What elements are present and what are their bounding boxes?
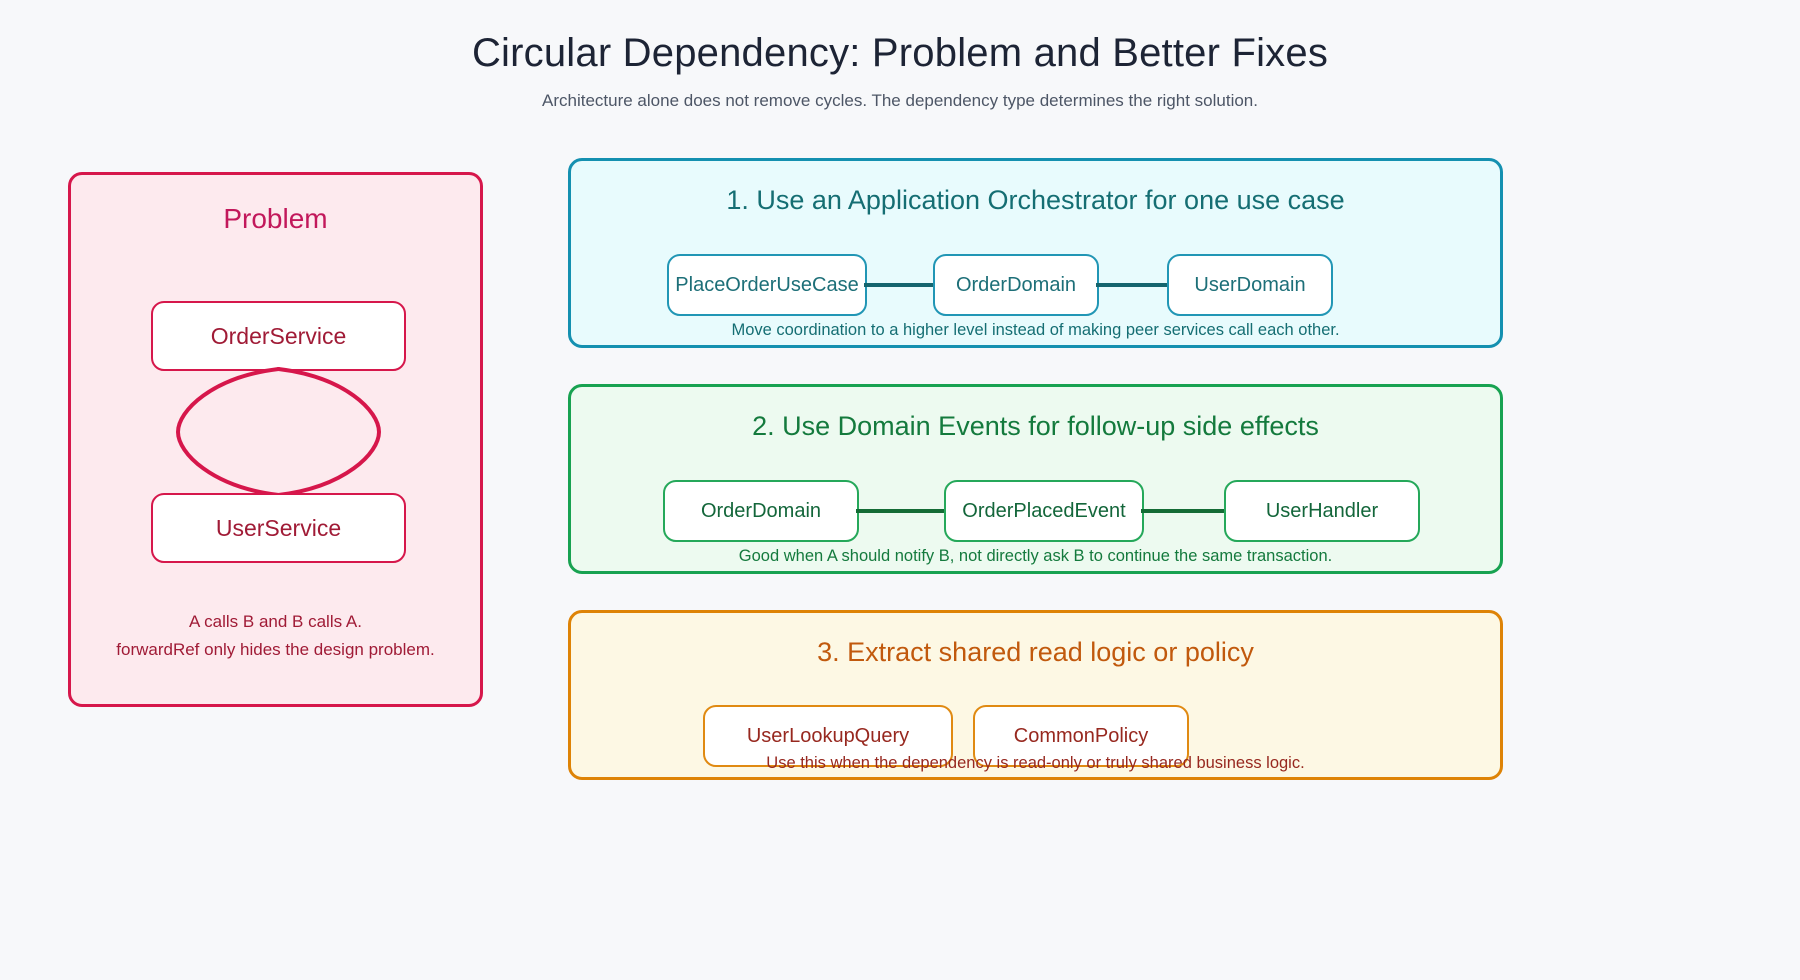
node-order-service[interactable]: OrderService (151, 301, 406, 371)
node-user-handler[interactable]: UserHandler (1224, 480, 1420, 542)
problem-panel-title: Problem (223, 203, 328, 234)
header: Circular Dependency: Problem and Better … (0, 28, 1800, 111)
node-label: PlaceOrderUseCase (675, 273, 859, 296)
page-subtitle: Architecture alone does not remove cycle… (542, 91, 1258, 110)
node-label: CommonPolicy (1013, 724, 1149, 747)
node-label: UserLookupQuery (746, 724, 910, 747)
edge-connector (1141, 509, 1227, 513)
node-user-domain[interactable]: UserDomain (1167, 254, 1333, 316)
fix-panel-caption: Use this when the dependency is read-onl… (766, 754, 1305, 772)
problem-caption-line-2: forwardRef only hides the design problem… (116, 640, 435, 659)
node-label: OrderService (210, 322, 347, 349)
node-user-lookup-query[interactable]: UserLookupQuery (703, 705, 953, 767)
node-order-domain[interactable]: OrderDomain (663, 480, 859, 542)
page-title: Circular Dependency: Problem and Better … (471, 31, 1329, 75)
node-label: OrderDomain (955, 273, 1077, 296)
node-label: OrderDomain (700, 499, 822, 522)
node-order-domain[interactable]: OrderDomain (933, 254, 1099, 316)
fix-panel-title: 2. Use Domain Events for follow-up side … (752, 411, 1319, 441)
node-label: OrderPlacedEvent (962, 499, 1126, 522)
problem-panel[interactable]: Problem OrderService UserService A calls… (68, 172, 483, 707)
node-place-order-use-case[interactable]: PlaceOrderUseCase (667, 254, 867, 316)
edge-connector (856, 509, 947, 513)
fix-panel-shared-logic[interactable]: 3. Extract shared read logic or policy U… (568, 610, 1503, 780)
node-label: UserDomain (1194, 273, 1306, 296)
fix-panel-title: 1. Use an Application Orchestrator for o… (726, 185, 1345, 215)
fix-panel-caption: Move coordination to a higher level inst… (731, 321, 1340, 339)
problem-caption-line-1: A calls B and B calls A. (189, 612, 362, 631)
node-user-service[interactable]: UserService (151, 493, 406, 563)
node-label: UserHandler (1265, 499, 1379, 522)
circular-dependency-cycle-icon (176, 367, 381, 497)
fix-panel-orchestrator[interactable]: 1. Use an Application Orchestrator for o… (568, 158, 1503, 348)
fix-panel-caption: Good when A should notify B, not directl… (738, 547, 1333, 565)
edge-connector (1096, 283, 1170, 287)
node-order-placed-event[interactable]: OrderPlacedEvent (944, 480, 1144, 542)
fix-panel-title: 3. Extract shared read logic or policy (817, 637, 1254, 667)
node-common-policy[interactable]: CommonPolicy (973, 705, 1189, 767)
edge-connector (864, 283, 936, 287)
node-label: UserService (215, 514, 342, 541)
fix-panel-domain-events[interactable]: 2. Use Domain Events for follow-up side … (568, 384, 1503, 574)
